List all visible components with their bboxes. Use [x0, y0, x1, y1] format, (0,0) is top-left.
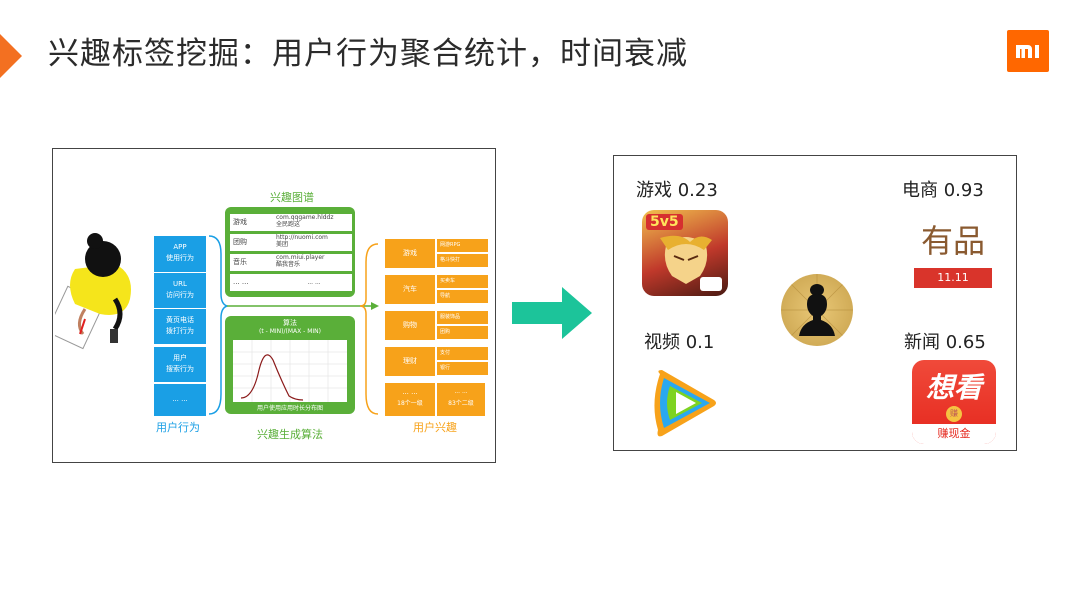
duration-distribution-chart: [233, 340, 347, 402]
interest-cat-more: ... ... 18个一级: [385, 383, 435, 416]
title-chevron-icon: [0, 34, 22, 78]
interest-sub-shopping-1: 服装饰品: [437, 311, 488, 324]
interest-sub-game-2: 格斗快打: [437, 254, 488, 267]
mi-logo-icon: [1007, 30, 1049, 72]
algorithm-box: 算法 (t - MIN)/(MAX - MIN) 用户使用应用时长分布图: [225, 316, 355, 414]
graph-title: 兴趣图谱: [270, 191, 314, 204]
label-news: 新闻 0.65: [904, 332, 986, 353]
behavior-box-more: ... ...: [154, 384, 206, 416]
interest-sub-more: ... ... 83个二级: [437, 383, 485, 416]
youpin-icon: 有品 11.11: [910, 210, 996, 296]
interest-generation-diagram: APP 使用行为 URL 访问行为 黄页电话 拨打行为 用户 搜索行为 ... …: [52, 148, 496, 463]
user-illustration-icon: [55, 233, 131, 350]
interest-sub-finance-2: 银行: [437, 362, 488, 375]
xiangkan-icon: 想看 赚 赚现金: [912, 360, 996, 444]
tencent-video-icon: [642, 360, 728, 446]
graph-tag-music: 音乐: [230, 254, 273, 271]
woman-silhouette-icon: [781, 274, 853, 346]
interests-caption: 用户兴趣: [413, 421, 457, 434]
interest-cat-game: 游戏: [385, 239, 435, 268]
behavior-box-url: URL 访问行为: [154, 273, 206, 308]
algo-chart-caption: 用户使用应用时长分布图: [256, 405, 323, 412]
graph-tag-game: 游戏: [230, 214, 273, 231]
behavior-box-app: APP 使用行为: [154, 236, 206, 272]
graph-detail-more: ... ...: [273, 274, 352, 291]
graph-tag-more: ... ...: [230, 274, 273, 291]
label-game: 游戏 0.23: [636, 180, 718, 201]
user-interest-weights: 游戏 0.23 电商 0.93 视频 0.1 新闻 0.65 5v5 有品 11…: [613, 155, 1017, 451]
interest-cat-car: 汽车: [385, 275, 435, 304]
interest-sub-finance-1: 支付: [437, 347, 488, 360]
behavior-box-search: 用户 搜索行为: [154, 347, 206, 382]
label-ecommerce: 电商 0.93: [902, 180, 984, 201]
behaviors-caption: 用户行为: [156, 421, 200, 434]
interest-sub-game-1: 网游RPG: [437, 239, 488, 252]
algo-formula: (t - MIN)/(MAX - MIN): [259, 328, 321, 335]
interest-cat-shopping: 购物: [385, 311, 435, 340]
behavior-box-phone: 黄页电话 拨打行为: [154, 309, 206, 344]
interest-sub-car-1: 买卖车: [437, 275, 488, 288]
label-video: 视频 0.1: [644, 332, 715, 353]
algo-caption: 兴趣生成算法: [257, 428, 323, 441]
connector-lines: [208, 235, 379, 415]
page-title: 兴趣标签挖掘：用户行为聚合统计，时间衰减: [48, 36, 688, 72]
interest-sub-shopping-2: 团购: [437, 326, 488, 339]
right-arrow-icon: [512, 287, 592, 339]
interest-sub-car-2: 导航: [437, 290, 488, 303]
graph-tag-groupbuy: 团购: [230, 234, 273, 251]
interest-cat-finance: 理财: [385, 347, 435, 376]
algo-title: 算法: [283, 319, 297, 327]
game-5v5-icon: 5v5: [642, 210, 728, 296]
